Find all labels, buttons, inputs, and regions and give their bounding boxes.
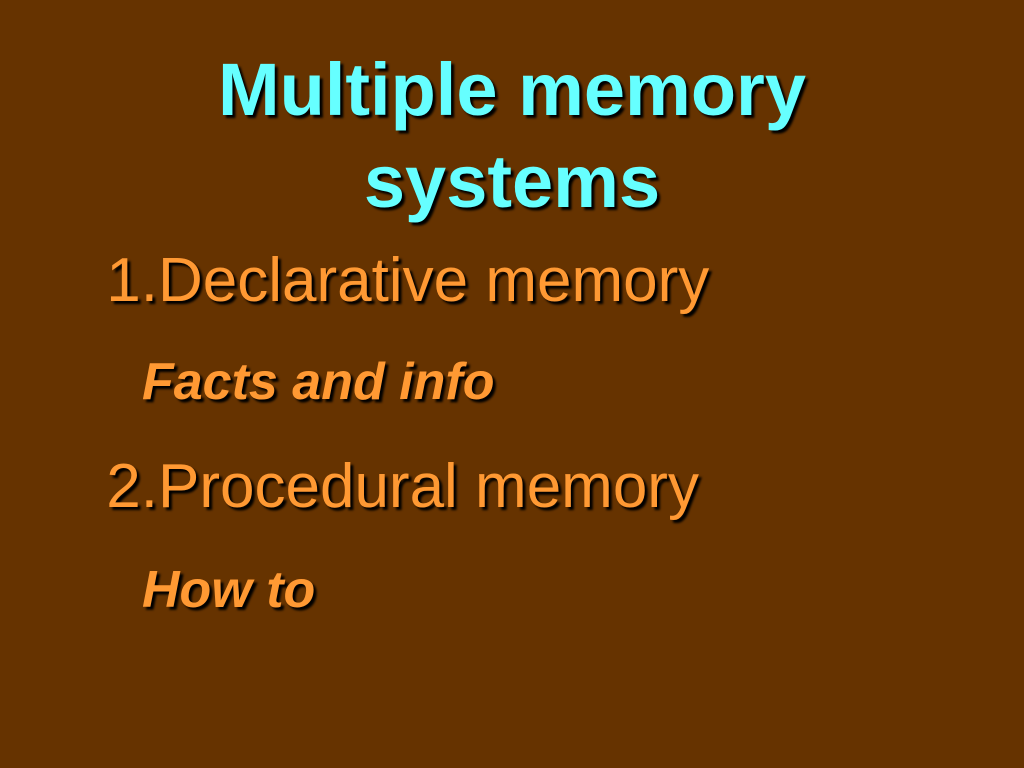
slide-title-line-2: systems — [363, 140, 661, 223]
list-item-label-2: Procedural memory — [158, 452, 699, 521]
list-item-detail-2: How to — [142, 561, 316, 619]
list-item-number-2: 2. — [106, 452, 158, 521]
list-item-number-1: 1. — [106, 246, 158, 315]
list-item-detail-1: Facts and info — [142, 353, 495, 411]
list-item-label-1: Declarative memory — [158, 246, 710, 315]
slide-title-line-1: Multiple memory — [218, 48, 806, 131]
slide-title: Multiple memory systems — [0, 44, 1024, 228]
